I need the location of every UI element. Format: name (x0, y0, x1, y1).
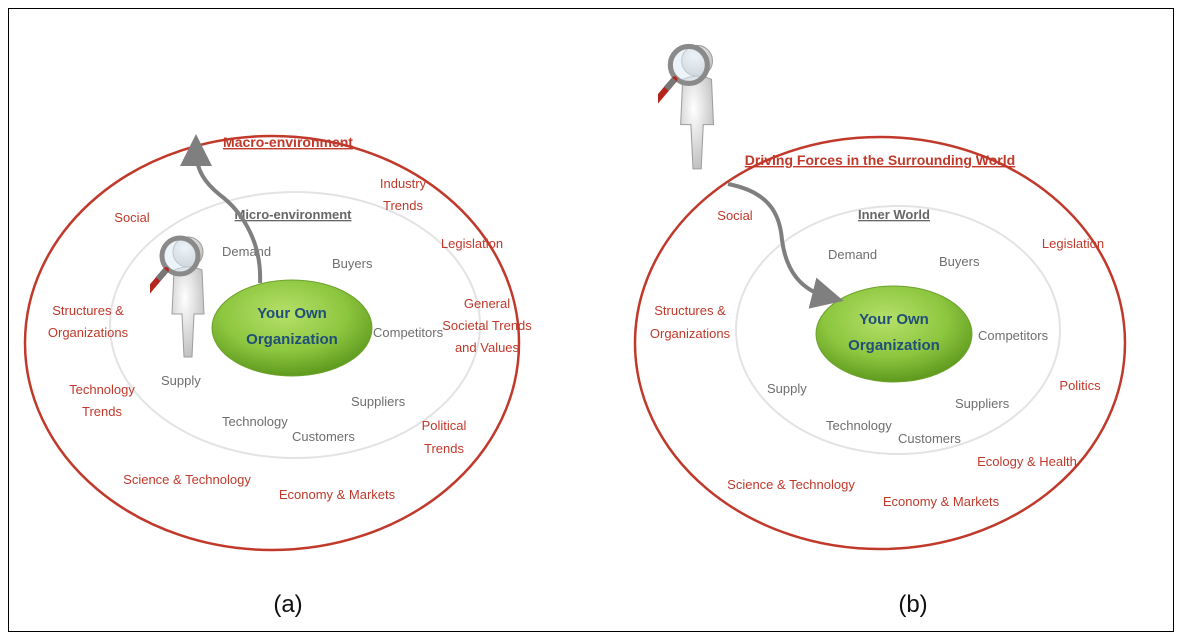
panel-b-center-line2: Organization (848, 337, 940, 354)
panel-a-political-1: Political (422, 418, 467, 433)
panel-a-social: Social (114, 210, 150, 225)
panel-b-supply: Supply (767, 381, 807, 396)
panel-b-demand: Demand (828, 247, 877, 262)
panel-a-suppliers: Suppliers (351, 394, 406, 409)
panel-b-economy: Economy & Markets (883, 494, 1000, 509)
panel-b-ecology: Ecology & Health (977, 454, 1077, 469)
panel-a-economy: Economy & Markets (279, 487, 396, 502)
panel-b-technology: Technology (826, 418, 892, 433)
panel-a-technology: Technology (222, 414, 288, 429)
panel-b-structures-2: Organizations (650, 326, 731, 341)
panel-a-legislation: Legislation (441, 236, 503, 251)
panel-b-social: Social (717, 208, 753, 223)
panel-b-center-ellipse (815, 285, 973, 383)
panel-a-center-line1: Your Own (257, 305, 327, 322)
panel-a-political-2: Trends (424, 441, 464, 456)
panel-b-caption: (b) (898, 591, 927, 618)
panel-b-science: Science & Technology (727, 477, 855, 492)
panel-b-center-line1: Your Own (859, 311, 929, 328)
panel-b-inner-title: Inner World (858, 207, 930, 222)
panel-a-competitors: Competitors (373, 325, 444, 340)
panel-a-industry-1: Industry (380, 176, 427, 191)
panel-a-general-3: and Values (455, 340, 520, 355)
panel-b-suppliers: Suppliers (955, 396, 1010, 411)
panel-a-tech-trends-1: Technology (69, 382, 135, 397)
panel-b-politics: Politics (1059, 378, 1101, 393)
panel-a-inner-title: Micro-environment (234, 207, 352, 222)
panel-a-demand: Demand (222, 244, 271, 259)
panel-b-buyers: Buyers (939, 254, 980, 269)
panel-b: Your Own Organization Driving Forces in … (633, 45, 1127, 618)
panel-a-structures-1: Structures & (52, 303, 124, 318)
panel-a-general-1: General (464, 296, 510, 311)
panel-b-magnifier-person-icon (652, 45, 714, 168)
panel-a-buyers: Buyers (332, 256, 373, 271)
panel-b-legislation: Legislation (1042, 236, 1104, 251)
panel-a-center-ellipse (211, 279, 373, 377)
panel-a: Your Own Organization Macro-environment … (23, 134, 532, 618)
panel-b-arrow (727, 182, 844, 309)
panel-a-title: Macro-environment (223, 134, 353, 150)
panel-a-customers: Customers (292, 429, 355, 444)
panel-a-industry-2: Trends (383, 198, 423, 213)
panel-a-caption: (a) (273, 591, 302, 618)
panel-a-supply: Supply (161, 373, 201, 388)
panel-a-center-line2: Organization (246, 331, 338, 348)
panel-b-customers: Customers (898, 431, 961, 446)
panel-b-structures-1: Structures & (654, 303, 726, 318)
panel-a-tech-trends-2: Trends (82, 404, 122, 419)
panel-a-science: Science & Technology (123, 472, 251, 487)
panel-a-structures-2: Organizations (48, 325, 129, 340)
panel-a-arrow (180, 134, 263, 284)
panel-b-competitors: Competitors (978, 328, 1049, 343)
panel-a-general-2: Societal Trends (442, 318, 532, 333)
panel-b-title: Driving Forces in the Surrounding World (745, 152, 1015, 168)
